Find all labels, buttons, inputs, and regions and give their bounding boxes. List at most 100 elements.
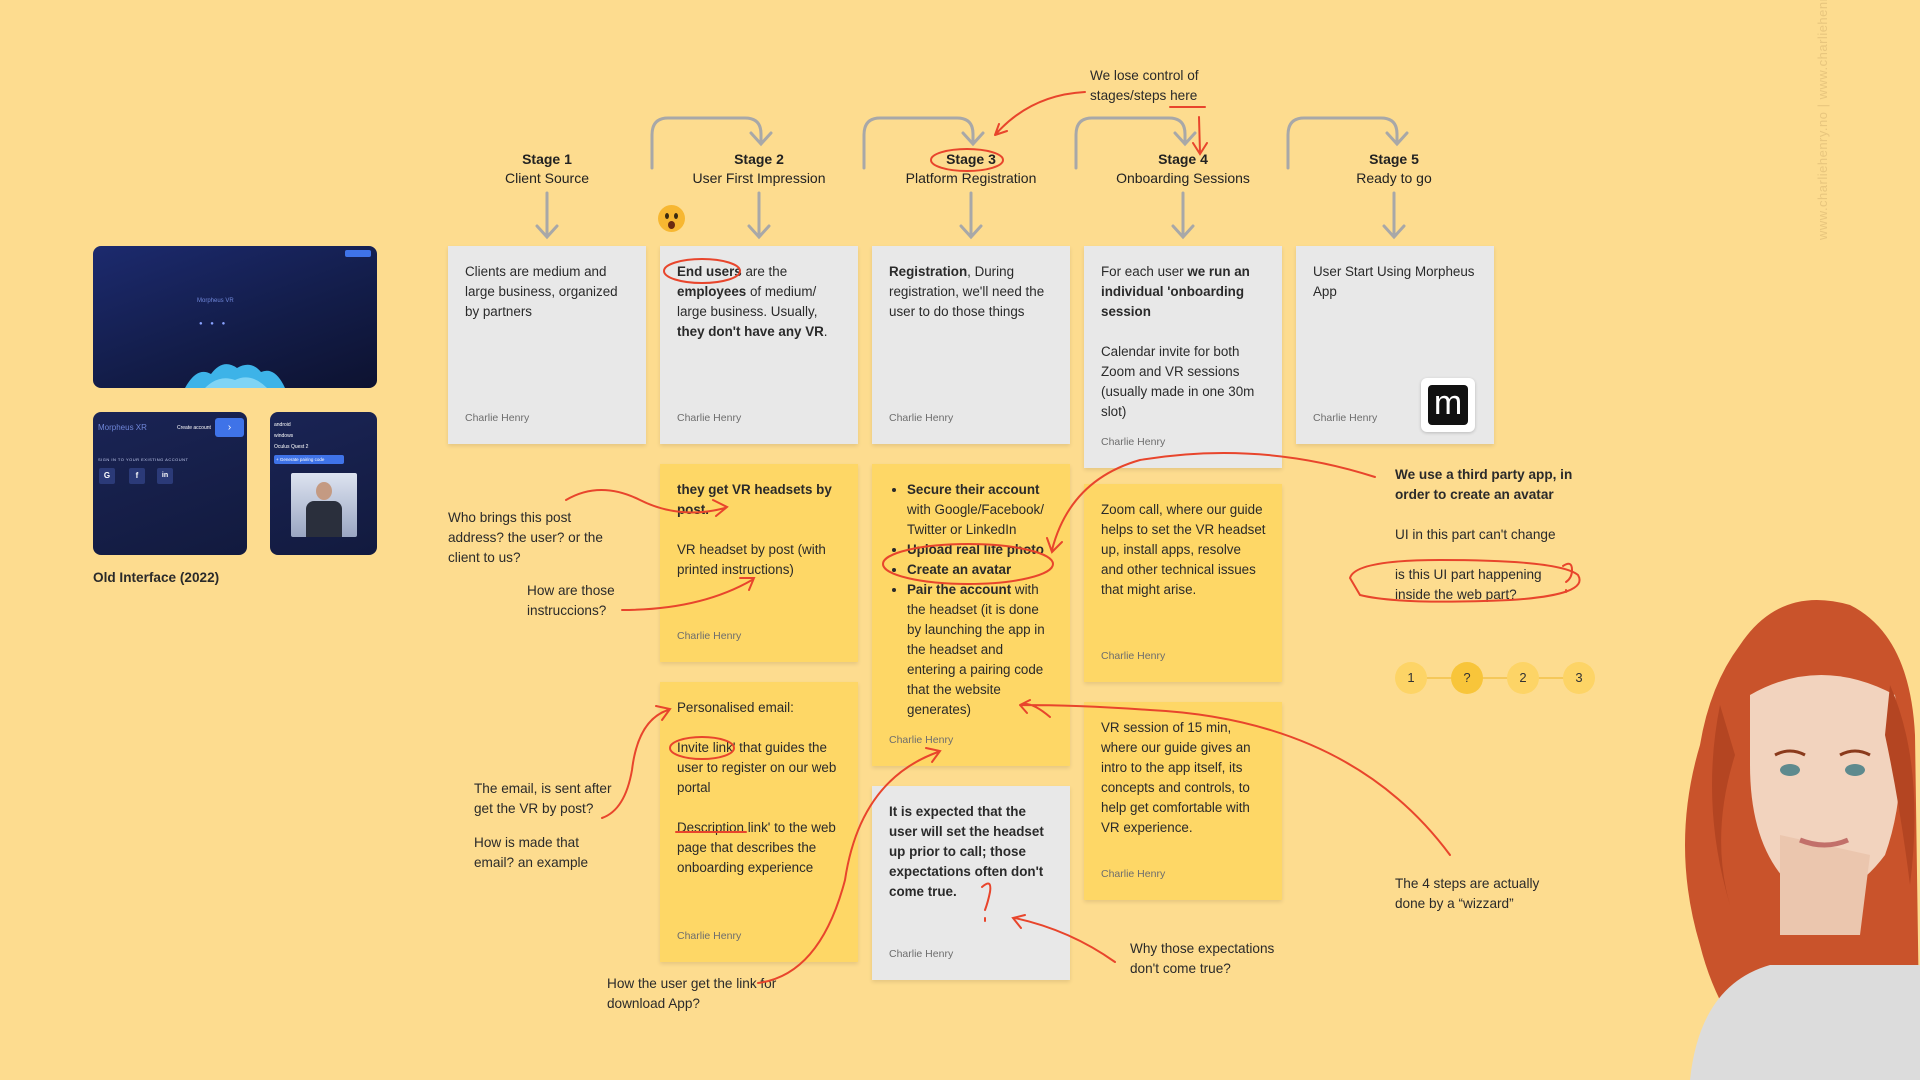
old-ui-pairing-thumbnail: android windows Oculus Quest 2 + Generat…	[270, 412, 377, 555]
card-text: VR session of 15 min, where our guide gi…	[1101, 720, 1251, 835]
old-ui-signin-thumbnail: Morpheus XR Create account › SIGN IN TO …	[93, 412, 247, 555]
note-ui-cant-change: UI in this part can't change	[1395, 527, 1556, 542]
list-item-bold: Create an avatar	[907, 562, 1012, 577]
stage-4-name: Onboarding Sessions	[1116, 170, 1250, 186]
old-interface-label: Old Interface (2022)	[93, 570, 220, 585]
note-why-expectations: Why those expectations don't come true?	[1130, 941, 1275, 976]
old-ui-brand-xr: Morpheus XR	[98, 423, 147, 432]
card-text: VR headset by post (with printed instruc…	[677, 542, 826, 577]
card-text-bold: we run an individual 'onboarding session	[1101, 264, 1250, 319]
list-item: Secure their account with Google/Faceboo…	[907, 480, 1054, 540]
lose-control-arrow	[994, 91, 1086, 136]
card-text-bold: they don't have any VR	[677, 324, 824, 339]
old-ui-signin-title: SIGN IN TO YOUR EXISTING ACCOUNT	[98, 457, 189, 462]
stage-3-circle	[930, 148, 1004, 172]
loop-arrow-2	[862, 116, 985, 170]
down-arrow-stage-1	[535, 191, 559, 240]
old-ui-landing-thumbnail: Morpheus VR ● ● ●	[93, 246, 377, 388]
card-text: of medium/ large business. Usually,	[677, 284, 818, 319]
morpheus-logo: m	[1421, 378, 1475, 432]
card-text-bold: It is expected that the user will set th…	[889, 804, 1044, 899]
note-instrucciones: How are those instruccions?	[527, 583, 615, 618]
registration-steps-list: Secure their account with Google/Faceboo…	[889, 480, 1054, 720]
down-arrow-stage-3	[959, 191, 983, 240]
old-ui-create-account: Create account	[177, 425, 211, 431]
stage-4-header: Stage 4 Onboarding Sessions	[1083, 150, 1283, 188]
card-text-bold: Registration	[889, 264, 968, 279]
stage-2-number: Stage 2	[734, 151, 784, 167]
card-text: ' that guides the user to register on ou…	[677, 740, 837, 795]
stage-4-number: Stage 4	[1158, 151, 1208, 167]
stage-1-header: Stage 1 Client Source	[447, 150, 647, 188]
old-ui-next-button: ›	[215, 418, 244, 437]
note-ui-web: is this UI part happening inside the web…	[1395, 567, 1542, 602]
third-party-arrow	[1046, 452, 1376, 554]
list-item: Create an avatar	[907, 560, 1054, 580]
question-mark-expect	[981, 882, 992, 922]
down-arrow-stage-5	[1382, 191, 1406, 240]
note-wizard: The 4 steps are actually done by a “wizz…	[1395, 876, 1540, 911]
ui-web-ellipse	[1348, 558, 1581, 603]
card-zoom-call: Zoom call, where our guide helps to set …	[1084, 484, 1282, 682]
stage-5-header: Stage 5 Ready to go	[1294, 150, 1494, 188]
note-text-here: here	[1170, 88, 1198, 103]
old-ui-linkedin-icon: in	[157, 468, 173, 484]
card-author: Charlie Henry	[677, 930, 742, 942]
upload-avatar-circle	[882, 543, 1054, 585]
card-text-bold: they get VR headsets by post.	[677, 482, 832, 517]
card-registration: Registration, During registration, we'll…	[872, 246, 1070, 444]
surprised-face-icon	[658, 205, 685, 232]
card-client-source-text: Clients are medium and large business, o…	[465, 264, 618, 319]
old-ui-avatar-photo	[291, 473, 357, 537]
card-author: Charlie Henry	[1101, 436, 1166, 448]
old-ui-pair-button: + Generate pairing code	[274, 455, 344, 464]
loop-arrow-4	[1286, 116, 1409, 170]
card-author: Charlie Henry	[677, 630, 742, 642]
card-vr-by-post: they get VR headsets by post. VR headset…	[660, 464, 858, 662]
card-registration-steps: Secure their account with Google/Faceboo…	[872, 464, 1070, 766]
card-author: Charlie Henry	[889, 948, 954, 960]
old-ui-topbar	[345, 250, 371, 257]
morpheus-logo-mark: m	[1428, 385, 1468, 425]
card-ready-to-go: User Start Using Morpheus App Charlie He…	[1296, 246, 1494, 444]
note-lose-control: We lose control of stages/steps here	[1090, 66, 1230, 106]
card-author: Charlie Henry	[889, 734, 954, 746]
wizard-step-unknown: ?	[1451, 662, 1483, 694]
invite-link-circle	[669, 736, 735, 760]
card-vr-session: VR session of 15 min, where our guide gi…	[1084, 702, 1282, 900]
card-author: Charlie Henry	[1101, 868, 1166, 880]
note-email-made: How is made that email? an example	[474, 835, 589, 870]
old-ui-crystal-shape	[185, 364, 285, 388]
list-item-bold: Pair the account	[907, 582, 1012, 597]
note-text: stages/steps	[1090, 88, 1171, 103]
note-who-brings: Who brings this post address? the user? …	[448, 510, 603, 565]
download-app-arrow	[757, 747, 942, 984]
stage-3-number: Stage 3	[946, 151, 996, 167]
loop-arrow-1	[650, 116, 773, 170]
card-author: Charlie Henry	[677, 412, 742, 424]
old-ui-brand: Morpheus VR	[197, 298, 234, 304]
card-text: are the	[741, 264, 788, 279]
stage-2-header: Stage 2 User First Impression	[659, 150, 859, 188]
note-third-party: We use a third party app, in order to cr…	[1395, 467, 1573, 502]
wizard-step-2: 2	[1507, 662, 1539, 694]
card-author: Charlie Henry	[1313, 412, 1378, 424]
red-annotations	[565, 91, 1581, 984]
wizard-step-1: 1	[1395, 662, 1427, 694]
instrucciones-arrow	[621, 577, 756, 611]
pairing-arrow	[1019, 699, 1451, 856]
card-text: Invite link	[677, 740, 733, 755]
list-item-text: with Google/Facebook/ Twitter or LinkedI…	[907, 502, 1044, 537]
card-text: For each user	[1101, 264, 1188, 279]
down-arrow-stage-2	[747, 191, 771, 240]
stage-down-arrows	[535, 191, 1406, 240]
stage-3-name: Platform Registration	[905, 170, 1037, 186]
card-author: Charlie Henry	[1101, 650, 1166, 662]
card-client-source: Clients are medium and large business, o…	[448, 246, 646, 444]
note-email-sent: The email, is sent after get the VR by p…	[474, 781, 612, 816]
stage-2-name: User First Impression	[692, 170, 826, 186]
stage-5-number: Stage 5	[1369, 151, 1419, 167]
end-users-circle	[663, 258, 741, 284]
card-text: Zoom call, where our guide helps to set …	[1101, 502, 1266, 597]
